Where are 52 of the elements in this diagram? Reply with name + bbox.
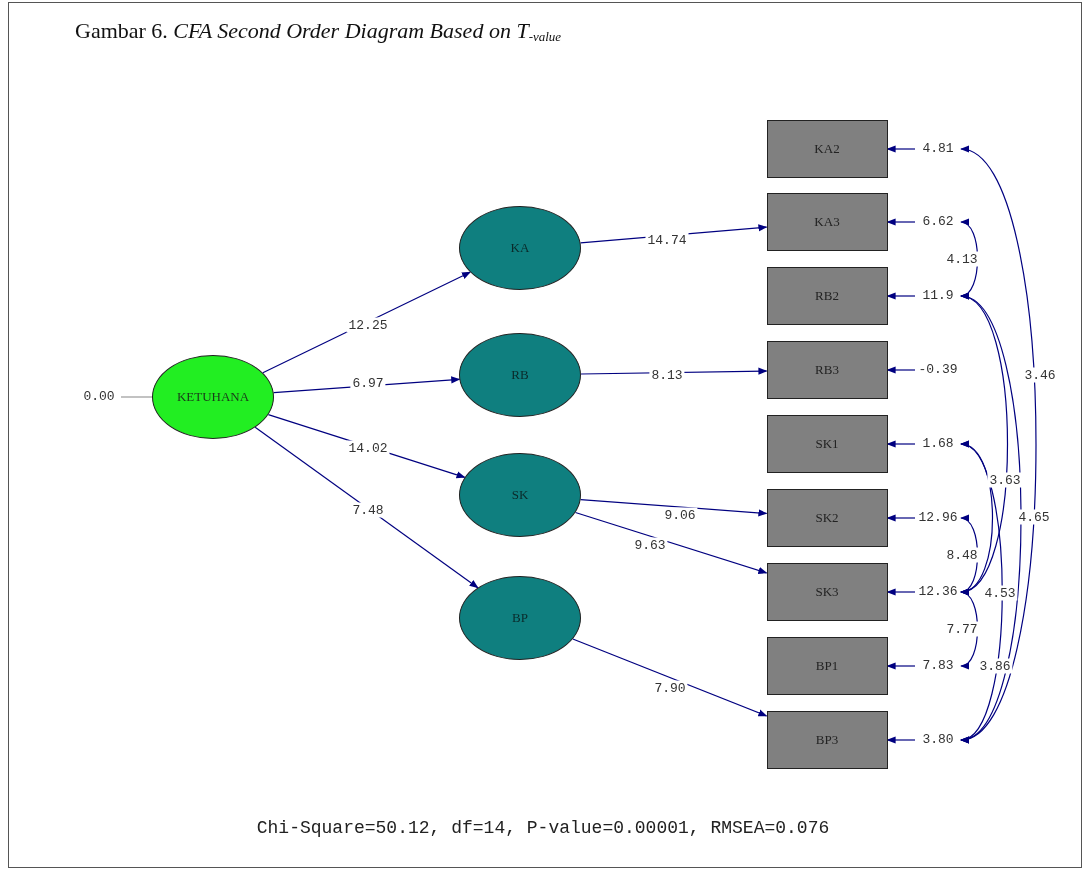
path-arrow [886, 218, 916, 226]
path-arrow [254, 426, 479, 589]
edge-label: 12.25 [346, 317, 390, 333]
figure-title: Gambar 6. CFA Second Order Diagram Based on T$_{-value}$ [75, 17, 562, 47]
edge-label: 4.53 [982, 585, 1018, 601]
value-label: 6.62 [915, 213, 961, 231]
indicator-box: BP1 [766, 637, 888, 695]
latent-ellipse: BP [459, 576, 581, 660]
value-label: 4.81 [915, 140, 961, 158]
covariance-arrow [960, 148, 1037, 741]
value-label: 1.68 [915, 435, 961, 453]
covariance-arrow [960, 443, 1003, 741]
indicator-box: SK3 [766, 563, 888, 621]
edge-label: 8.48 [944, 547, 980, 563]
edge-label: 3.63 [987, 472, 1023, 488]
indicator-box: RB2 [766, 267, 888, 325]
edge-label: 6.97 [350, 375, 386, 391]
path-arrow [886, 366, 916, 374]
latent-ellipse: KA [459, 206, 581, 290]
path-arrow [580, 498, 768, 517]
value-label: -0.39 [915, 361, 961, 379]
indicator-box: KA2 [766, 120, 888, 178]
covariance-arrow [960, 295, 1022, 741]
latent-ellipse: RB [459, 333, 581, 417]
edge-label: 4.65 [1016, 509, 1052, 525]
edge-label: 3.86 [977, 658, 1013, 674]
value-label: 0.00 [77, 388, 121, 406]
value-label: 7.83 [915, 657, 961, 675]
indicator-box: KA3 [766, 193, 888, 251]
value-label: 12.96 [915, 509, 961, 527]
edge-label: 14.02 [346, 440, 390, 456]
indicator-box: SK2 [766, 489, 888, 547]
edge-label: 7.77 [944, 621, 980, 637]
edge-label: 7.48 [350, 502, 386, 518]
path-arrow [886, 588, 916, 596]
indicator-box: SK1 [766, 415, 888, 473]
fit-statistics: Chi-Square=50.12, df=14, P-value=0.00001, RMSEA=0.076 [255, 817, 831, 840]
path-arrow [886, 736, 916, 744]
path-arrow [886, 514, 916, 522]
edge-label: 3.46 [1022, 367, 1058, 383]
edge-label: 4.13 [944, 251, 980, 267]
path-arrow [886, 440, 916, 448]
latent-ellipse: KETUHANA [152, 355, 274, 439]
latent-ellipse: SK [459, 453, 581, 537]
path-arrow [886, 662, 916, 670]
indicator-box: RB3 [766, 341, 888, 399]
path-arrow [886, 145, 916, 153]
value-label: 3.80 [915, 731, 961, 749]
path-arrow [886, 292, 916, 300]
indicator-box: BP3 [766, 711, 888, 769]
value-label: 12.36 [915, 583, 961, 601]
value-label: 11.9 [915, 287, 961, 305]
